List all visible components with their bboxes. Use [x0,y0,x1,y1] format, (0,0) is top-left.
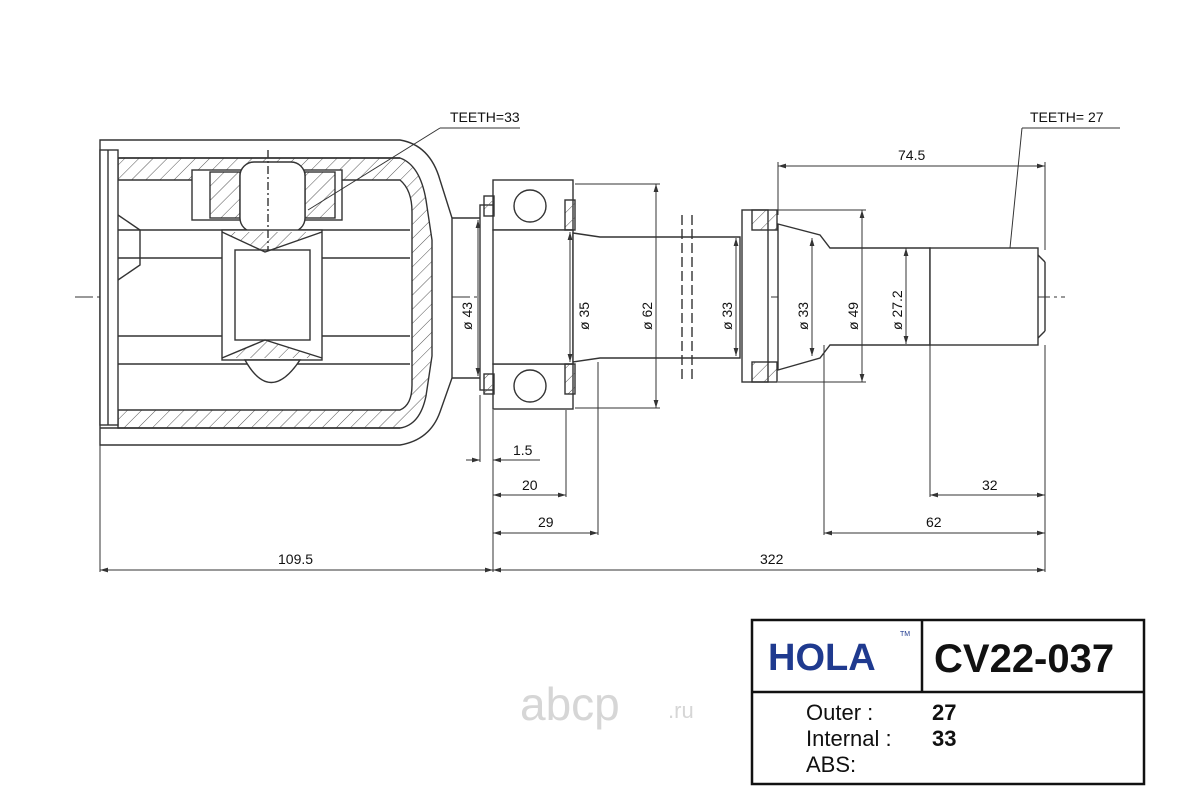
leader-lines [307,127,1120,249]
dim-1-5: 1.5 [513,442,533,458]
dia-value-27-2: 27.2 [889,290,905,317]
bearing [479,179,576,410]
dim-322: 322 [760,551,784,567]
watermark: abcp .ru [520,678,694,730]
watermark-suffix: .ru [668,698,694,723]
dia-label-27-2: ø 27.2 [889,290,905,330]
outer-value: 27 [932,700,956,725]
dim-74-5: 74.5 [898,147,925,163]
dia-label-35: ø 35 [576,302,592,330]
internal-value: 33 [932,726,956,751]
tripod-spider [191,150,343,384]
teeth-outer-label: TEETH= 27 [1030,109,1104,125]
shaft [572,209,1046,383]
title-block: HOLA TM CV22-037 Outer : 27 Internal : 3… [750,618,1146,786]
outer-label: Outer : [806,700,873,725]
internal-label: Internal : [806,726,892,751]
diameter-labels: ø 43 ø 35 ø 62 ø 33 ø 33 ø 49 ø 27.2 [459,290,905,330]
teeth-inner-label: TEETH=33 [450,109,520,125]
title-block-frame [750,618,1146,786]
trademark-mark: TM [900,631,910,638]
dim-62: 62 [926,514,942,530]
part-number: CV22-037 [934,637,1114,681]
watermark-main: abcp [520,678,620,730]
dia-value-35: 35 [576,302,592,318]
dim-109-5: 109.5 [278,551,313,567]
brand-logo: HOLA [768,637,876,679]
diameter-dimensions [475,183,909,409]
dia-label-43: ø 43 [459,302,475,330]
dim-32: 32 [982,477,998,493]
dia-value-33b: 33 [795,302,811,318]
dia-label-33b: ø 33 [795,302,811,330]
dia-value-49: 49 [845,302,861,318]
dia-value-33a: 33 [719,302,735,318]
extension-lines [99,162,1046,572]
dia-label-62: ø 62 [639,302,655,330]
dim-29: 29 [538,514,554,530]
dia-value-62: 62 [639,302,655,318]
dim-20: 20 [522,477,538,493]
linear-dimensions [100,163,1045,573]
dia-label-33a: ø 33 [719,302,735,330]
dia-label-49: ø 49 [845,302,861,330]
abs-label: ABS: [806,752,856,777]
linear-dimension-labels: 74.5 1.5 20 29 109.5 322 32 62 [278,147,998,567]
dia-value-43: 43 [459,302,475,318]
